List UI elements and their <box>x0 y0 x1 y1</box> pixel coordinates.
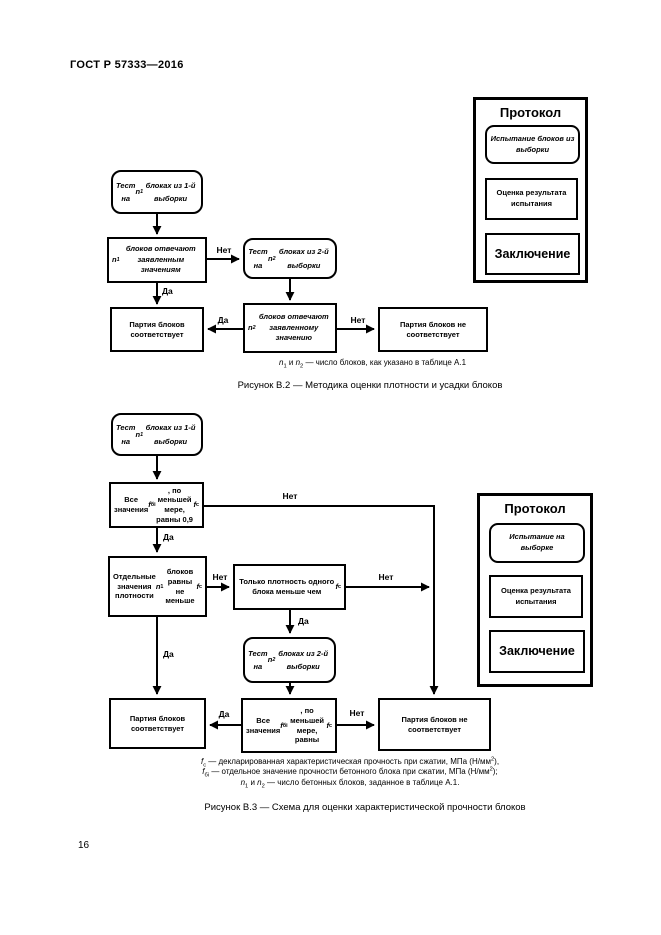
b3-node-condition-one-block: Только плотность одного блока меньше чем… <box>233 564 346 610</box>
b2-note: n1 и n2 — число блоков, как указано в та… <box>278 358 467 370</box>
b2-protocol-title: Протокол <box>499 105 562 120</box>
b3-edge-label-no-1: Нет <box>282 491 298 501</box>
b3-protocol-step-testing: Испытание на выборке <box>489 523 585 563</box>
b2-protocol-panel: Протокол Испытание блоков из выборки Оце… <box>473 97 588 283</box>
b3-caption: Рисунок В.3 — Схема для оценки характери… <box>204 802 526 813</box>
b3-edge-label-yes-2: Да <box>298 616 309 626</box>
b3-protocol-panel: Протокол Испытание на выборке Оценка рез… <box>477 493 593 687</box>
b2-edge-label-no-1: Нет <box>216 245 232 255</box>
b3-protocol-step-evaluation: Оценка результата испытания <box>489 575 583 618</box>
b2-edge-label-yes-1: Да <box>162 286 173 296</box>
b2-protocol-step-evaluation: Оценка результата испытания <box>485 178 578 220</box>
b2-protocol-step-testing: Испытание блоков из выборки <box>485 125 580 164</box>
b3-edge-label-yes-3: Да <box>163 649 174 659</box>
b3-footnote-fbi: fбi — отдельное значение прочности бетон… <box>202 766 498 779</box>
document-header: ГОСТ Р 57333—2016 <box>70 59 184 71</box>
b3-edge-label-no-3: Нет <box>378 572 394 582</box>
b3-protocol-title: Протокол <box>504 501 566 516</box>
b2-protocol-step-conclusion: Заключение <box>485 233 580 275</box>
b3-protocol-step-conclusion: Заключение <box>489 630 585 673</box>
b2-node-batch-conforms: Партия блоков соответствует <box>110 307 204 352</box>
b3-node-batch-conforms: Партия блоков соответствует <box>109 698 206 749</box>
b3-edge-label-yes-4: Да <box>218 709 230 719</box>
b3-footnote-fc: fc — декларированная характеристическая … <box>200 756 500 769</box>
b3-edge-label-yes-1: Да <box>163 532 174 542</box>
b2-edge-label-no-2: Нет <box>350 315 366 325</box>
b3-node-batch-not-conforms: Партия блоков не соответствует <box>378 698 491 751</box>
b3-edge-label-no-4: Нет <box>349 708 365 718</box>
page-number: 16 <box>78 840 90 851</box>
b3-footnotes: fc — декларированная характеристическая … <box>120 756 580 790</box>
b3-edge-label-no-2: Нет <box>212 572 228 582</box>
b2-node-batch-not-conforms: Партия блоков не соответствует <box>378 307 488 352</box>
b3-footnote-n: n1 и n2 — число бетонных блоков, заданно… <box>240 777 460 790</box>
b2-caption: Рисунок В.2 — Методика оценки плотности … <box>237 380 503 391</box>
b2-edge-label-yes-2: Да <box>217 315 229 325</box>
